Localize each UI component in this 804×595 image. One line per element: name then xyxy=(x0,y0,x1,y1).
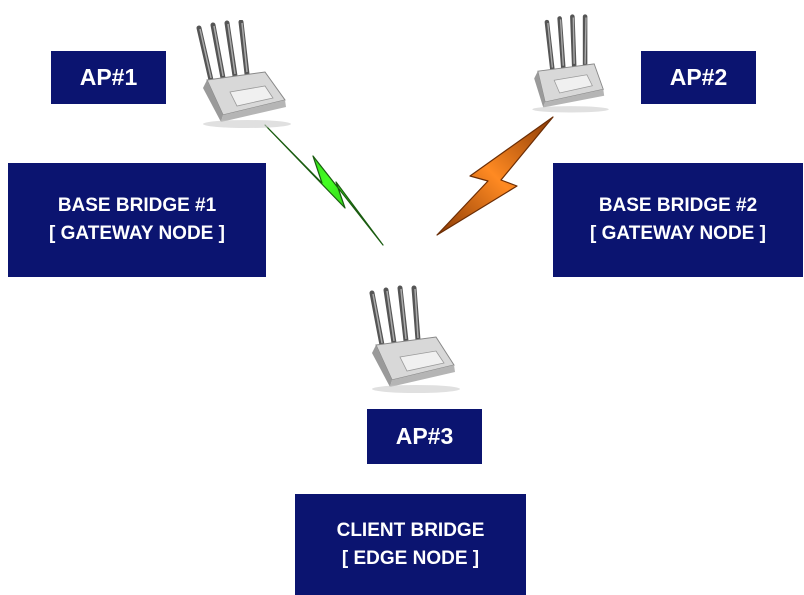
wireless-access-point-icon xyxy=(532,14,609,113)
base-bridge-2-node-type: [ GATEWAY NODE ] xyxy=(590,223,766,244)
lightning-bolt-icon xyxy=(264,124,384,246)
lightning-bolt-icon xyxy=(436,116,554,236)
base-bridge-1-title: BASE BRIDGE #1 xyxy=(57,195,217,216)
client-bridge-node-type: [ EDGE NODE ] xyxy=(341,547,480,569)
base-bridge-1-box: BASE BRIDGE #1 [ GATEWAY NODE ] xyxy=(8,163,266,277)
base-bridge-1-node-type: [ GATEWAY NODE ] xyxy=(49,223,225,244)
ap2-label: AP#2 xyxy=(641,51,756,104)
base-bridge-2-title: BASE BRIDGE #2 xyxy=(598,195,758,216)
wireless-access-point-icon xyxy=(196,20,291,128)
ap3-label: AP#3 xyxy=(367,409,482,464)
client-bridge-title: CLIENT BRIDGE xyxy=(336,519,485,541)
client-bridge-box: CLIENT BRIDGE [ EDGE NODE ] xyxy=(295,494,526,595)
wireless-access-point-icon xyxy=(369,285,460,393)
ap1-label: AP#1 xyxy=(51,51,166,104)
base-bridge-2-box: BASE BRIDGE #2 [ GATEWAY NODE ] xyxy=(553,163,803,277)
